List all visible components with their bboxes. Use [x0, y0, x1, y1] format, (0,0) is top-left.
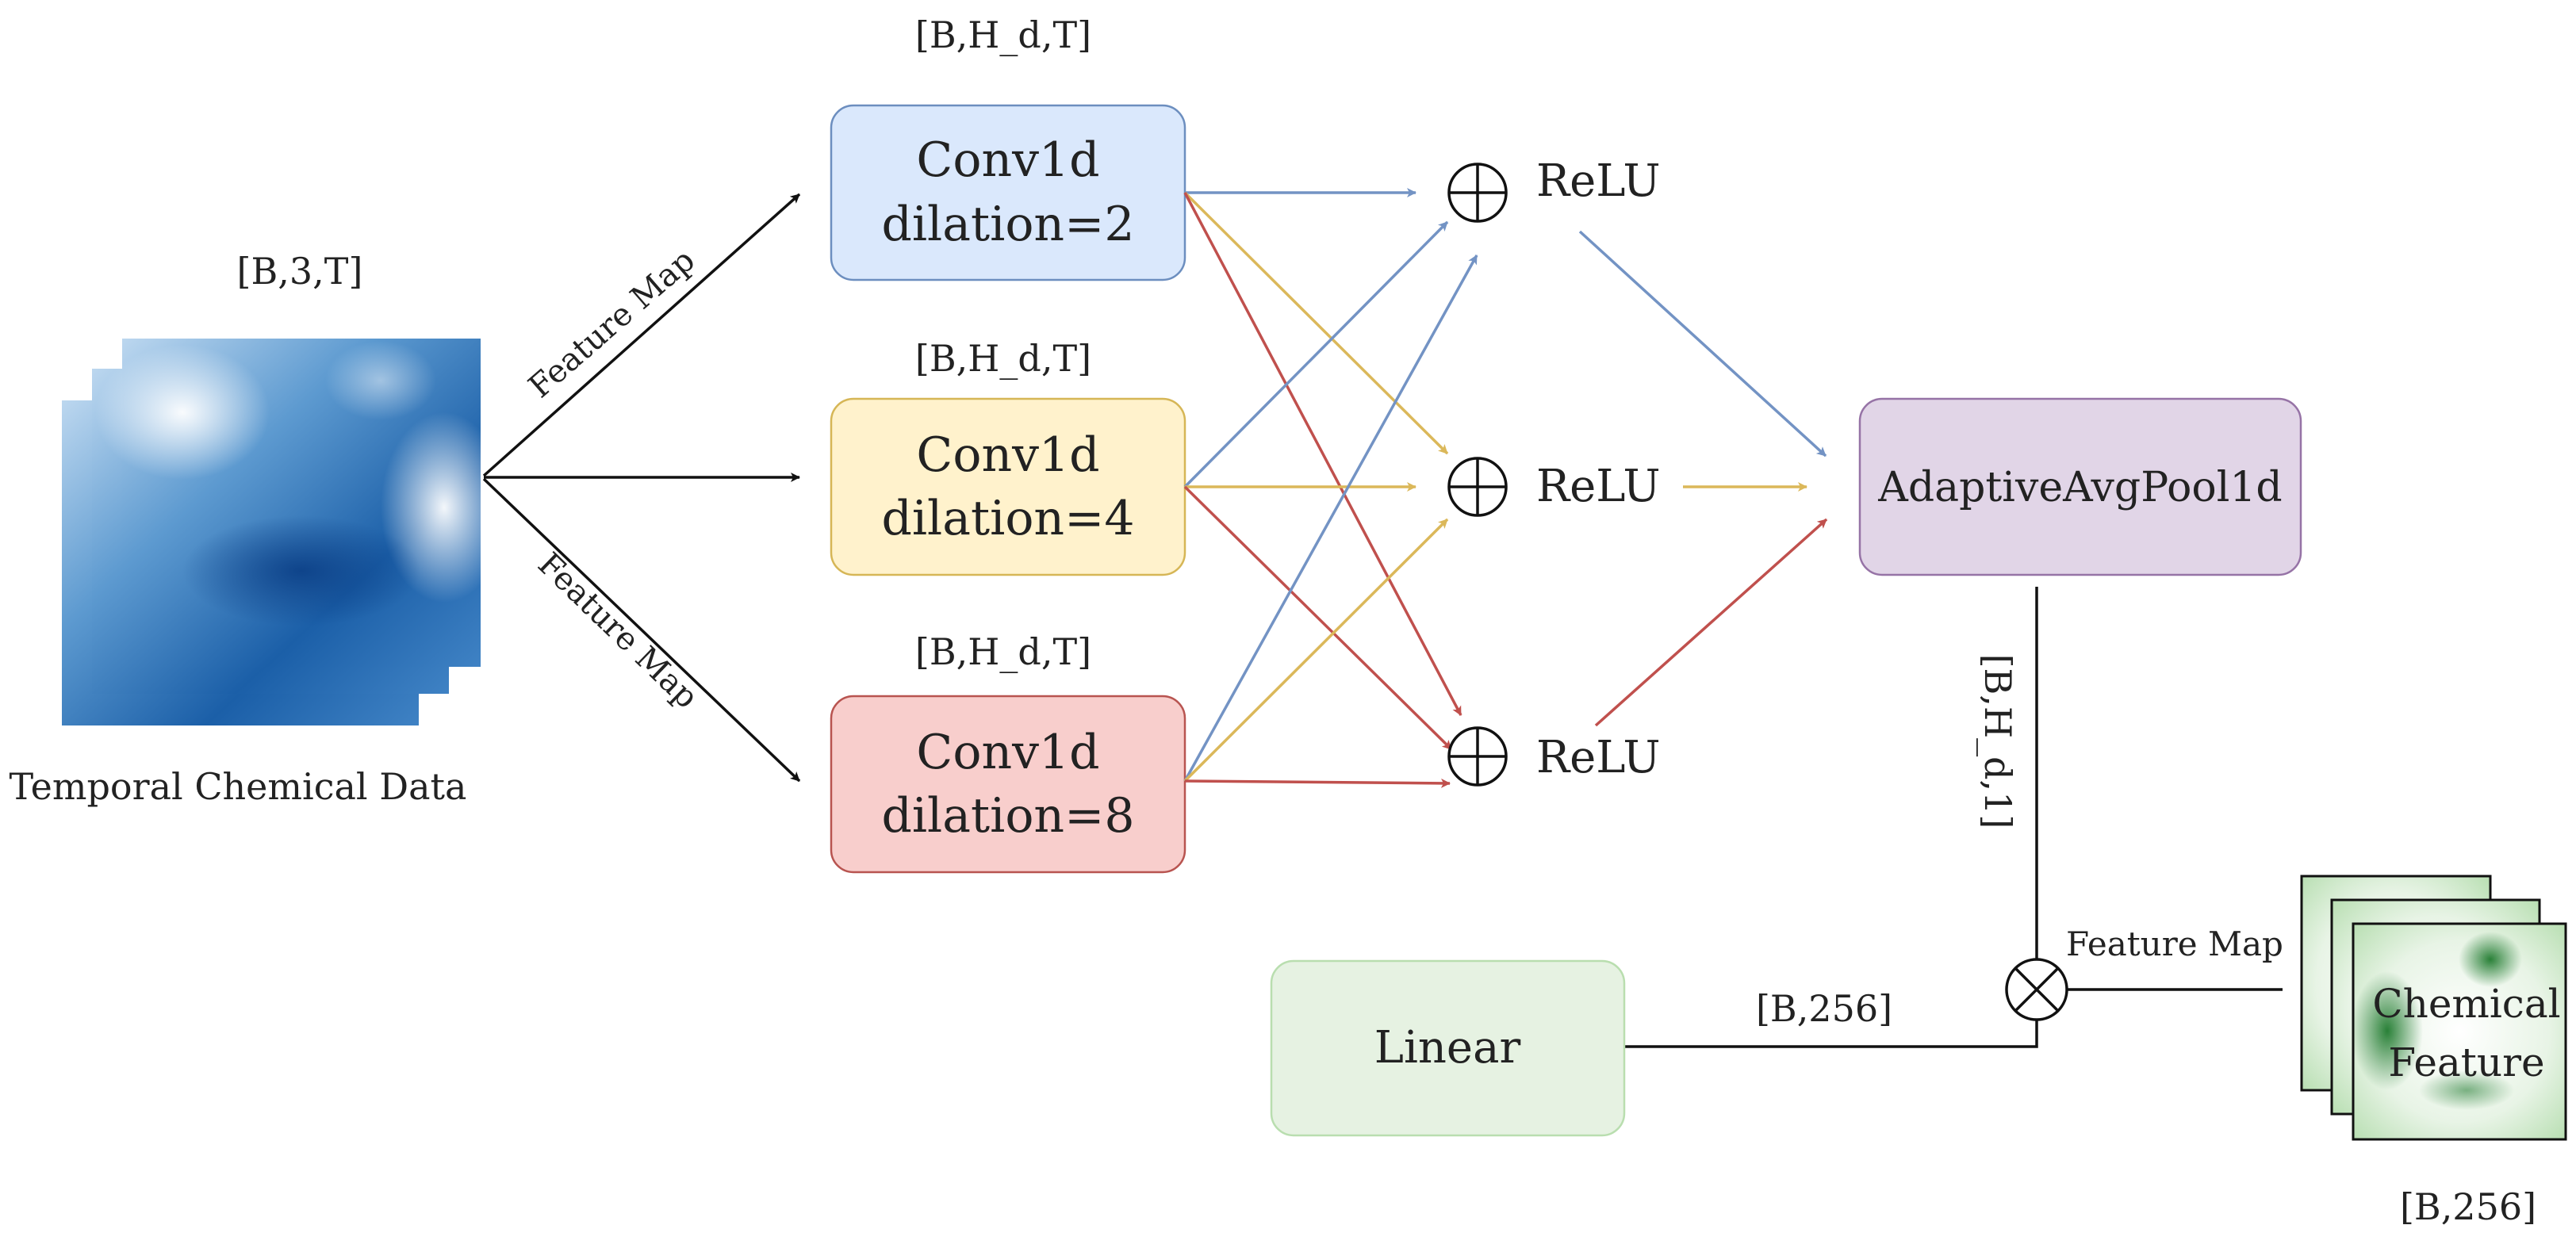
linear-label: Linear [1374, 1022, 1521, 1074]
output-caption-line2: Feature [2388, 1039, 2544, 1085]
conv-d4-title: Conv1d [916, 427, 1099, 483]
edge-label-feature-map-upper: Feature Map [522, 242, 702, 405]
relu-top-to-pool [1578, 230, 1827, 457]
arrow-input-to-conv-d2 [482, 193, 801, 477]
conv-d2-title: Conv1d [916, 132, 1099, 188]
conv-d4-dilation: dilation=4 [881, 491, 1134, 546]
conv-d4-shape-label: [B,H_d,T] [915, 337, 1091, 380]
conv-d8-to-sum-bot [1184, 778, 1451, 788]
conv-to-sum-connections [1183, 188, 1478, 788]
conv-d8-to-sum-mid [1183, 518, 1449, 783]
input-layer-front [95, 339, 508, 667]
conv1d-dilation-4-node: Conv1d dilation=4 [830, 397, 1186, 576]
linear-output-shape-label: [B,256] [1756, 987, 1892, 1030]
arrow-input-to-conv-d8 [482, 477, 801, 783]
conv-d8-title: Conv1d [916, 725, 1099, 780]
conv-d8-dilation: dilation=8 [881, 788, 1134, 844]
sum-node-mid [1447, 457, 1508, 517]
output-shape-label: [B,256] [2400, 1185, 2536, 1228]
edge-label-feature-map-output: Feature Map [2066, 925, 2283, 963]
pool-output-shape-label: [B,H_d,1] [1976, 654, 2019, 829]
input-data-stack [62, 339, 508, 725]
adaptive-avg-pool-label: AdaptiveAvgPool1d [1877, 464, 2282, 511]
conv-d2-to-sum-mid [1183, 191, 1449, 455]
input-caption: Temporal Chemical Data [10, 765, 467, 808]
conv1d-dilation-2-node: Conv1d dilation=2 [830, 104, 1186, 281]
linear-node: Linear [1270, 959, 1626, 1137]
edge-label-feature-map-lower: Feature Map [531, 546, 705, 716]
relu-label-top: ReLU [1536, 155, 1661, 207]
conv-d4-to-sum-top [1183, 220, 1449, 488]
output-feature-stack: Chemical Feature [2300, 875, 2567, 1141]
output-caption-line1: Chemical [2372, 981, 2560, 1027]
relu-label-mid: ReLU [1536, 461, 1661, 512]
conv-d8-shape-label: [B,H_d,T] [915, 630, 1091, 673]
relu-label-bot: ReLU [1536, 732, 1661, 783]
conv-d4-to-sum-bot [1183, 485, 1453, 751]
sum-node-bot [1447, 726, 1508, 787]
multiply-node [2005, 958, 2068, 1021]
conv-d8-to-sum-top [1183, 255, 1478, 782]
adaptive-avg-pool-node: AdaptiveAvgPool1d [1858, 397, 2302, 576]
relu-bot-to-pool [1594, 518, 1828, 727]
conv-d2-shape-label: [B,H_d,T] [915, 13, 1091, 56]
conv1d-dilation-8-node: Conv1d dilation=8 [830, 695, 1186, 874]
conv-d2-to-sum-bot [1183, 192, 1462, 716]
sum-node-top [1447, 163, 1508, 223]
output-layer-front [2352, 922, 2567, 1141]
conv-d2-dilation: dilation=2 [881, 197, 1134, 252]
input-shape-label: [B,3,T] [237, 250, 363, 293]
linear-to-multiply-line [1624, 1020, 2038, 1048]
